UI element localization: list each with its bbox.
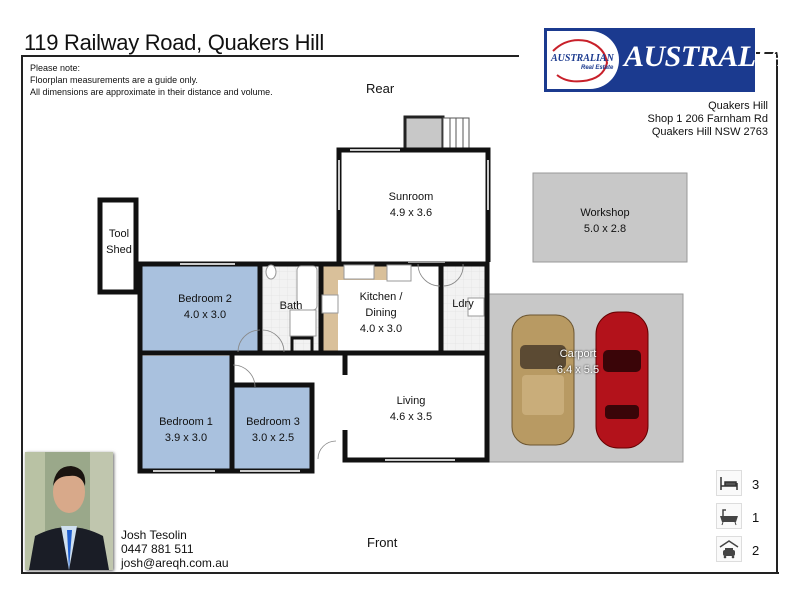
office-line: Quakers Hill (708, 100, 768, 112)
note-line: Please note: (30, 63, 81, 73)
room-size: 3.0 x 2.5 (251, 432, 295, 444)
agent-contact: Josh Tesolin 0447 881 511 josh@areqh.com… (121, 528, 229, 570)
disclaimer-note: Please note: Floorplan measurements are … (30, 62, 273, 98)
bedroom-count: 3 (752, 477, 760, 492)
room-size: 5.0 x 2.8 (583, 223, 627, 235)
logo-badge: AUSTRALIAN Real Estate (547, 31, 619, 89)
garage-icon (716, 536, 742, 562)
living (345, 356, 487, 460)
room-name: Ldry (452, 298, 474, 310)
room-bedroom-1: Bedroom 1 3.9 x 3.0 (159, 414, 213, 446)
room-laundry: Ldry (452, 296, 473, 312)
windows (153, 149, 489, 472)
room-name: Bedroom 3 (246, 416, 300, 428)
bath-icon (716, 503, 742, 529)
room-size: 6.4 x 5.5 (556, 364, 600, 376)
bedroom-1 (140, 356, 232, 471)
rear-label: Rear (366, 81, 395, 96)
room-size: 4.9 x 3.6 (389, 207, 433, 219)
front-label: Front (367, 535, 398, 550)
logo-wordmark: AUSTRALIAN (624, 40, 800, 73)
office-line: Shop 1 206 Farnham Rd (647, 113, 768, 125)
sunroom (337, 150, 490, 262)
parking-count: 2 (752, 543, 760, 558)
frame-line (756, 52, 776, 54)
note-line: All dimensions are approximate in their … (30, 87, 273, 97)
room-name: Tool (108, 228, 130, 240)
office-address: Quakers Hill Shop 1 206 Farnham Rd Quake… (648, 100, 768, 139)
bedroom-3 (234, 385, 310, 471)
room-size: 3.9 x 3.0 (164, 432, 208, 444)
logo-badge-text: AUSTRALIAN (551, 53, 614, 64)
doors (232, 263, 464, 460)
agent-photo (25, 452, 113, 570)
room-name: Bedroom 1 (159, 416, 213, 428)
room-sunroom: Sunroom 4.9 x 3.6 (389, 189, 434, 221)
room-living: Living 4.6 x 3.5 (390, 393, 432, 425)
bathroom-count: 1 (752, 510, 760, 525)
frame-line (776, 52, 778, 573)
agency-logo: AUSTRALIAN Real Estate AUSTRALIAN (544, 28, 800, 92)
car-suv-gold (511, 314, 575, 446)
room-carport: Carport 6.4 x 5.5 (557, 346, 599, 378)
logo-badge-sub: Real Estate (581, 65, 614, 71)
frame-line (21, 55, 519, 57)
bed-icon (716, 470, 742, 496)
stairs (442, 117, 470, 149)
room-size: 4.6 x 3.5 (389, 411, 433, 423)
room-bath: Bath (280, 298, 303, 314)
room-name: Carport (559, 348, 597, 360)
room-name: Kitchen / (359, 291, 403, 303)
room-name: Shed (106, 244, 132, 256)
agent-phone[interactable]: 0447 881 511 (121, 542, 194, 556)
workshop (532, 172, 688, 263)
fixtures (265, 264, 485, 337)
room-name: Sunroom (388, 191, 434, 203)
room-name: Workshop (580, 207, 630, 219)
room-bedroom-3: Bedroom 3 3.0 x 2.5 (246, 414, 300, 446)
agent-email[interactable]: josh@areqh.com.au (121, 556, 229, 570)
room-name: Bedroom 2 (178, 293, 232, 305)
car-red (595, 311, 649, 449)
room-name: Dining (365, 307, 397, 319)
room-size: 4.0 x 3.0 (183, 309, 227, 321)
room-bedroom-2: Bedroom 2 4.0 x 3.0 (178, 291, 232, 323)
office-line: Quakers Hill NSW 2763 (651, 126, 768, 138)
bedroom-2 (140, 264, 260, 352)
room-name: Bath (279, 300, 303, 312)
frame-border (21, 56, 779, 574)
page-title: 119 Railway Road, Quakers Hill (24, 30, 324, 55)
room-size: 4.0 x 3.0 (359, 323, 403, 335)
room-workshop: Workshop 5.0 x 2.8 (580, 205, 629, 237)
room-kitchen-dining: Kitchen / Dining 4.0 x 3.0 (360, 289, 403, 337)
landing (403, 115, 445, 152)
agent-name: Josh Tesolin (121, 528, 187, 542)
room-name: Living (396, 395, 426, 407)
note-line: Floorplan measurements are a guide only. (30, 75, 198, 85)
